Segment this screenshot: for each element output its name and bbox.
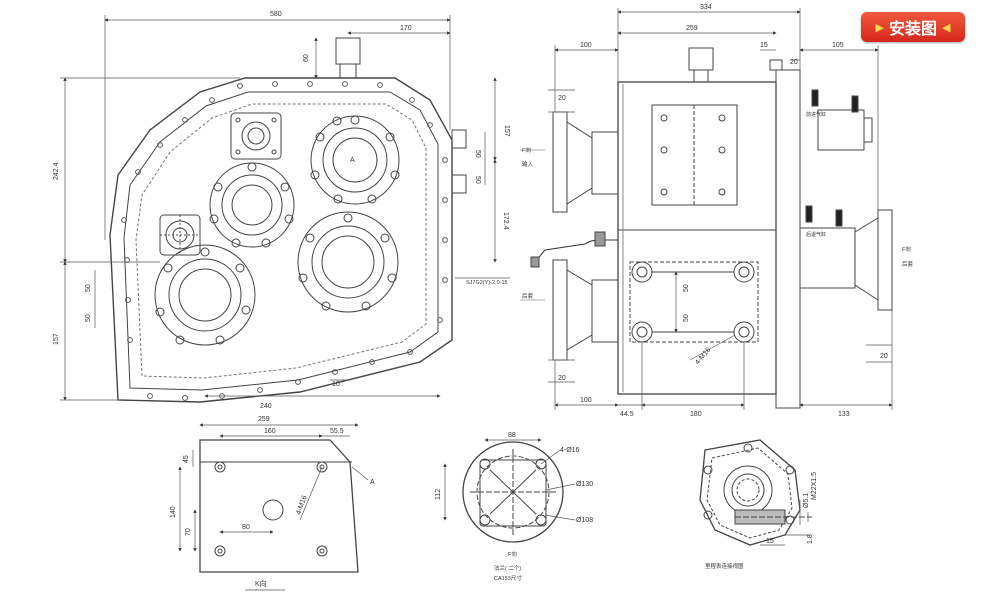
output-flange-right: [799, 209, 893, 311]
shaft-middle: [209, 162, 295, 248]
flange-dia-108: Ø108: [576, 517, 593, 524]
input-flange: [552, 111, 619, 213]
side-dim-334: 334: [700, 4, 712, 11]
k-dim-160: 160: [264, 428, 276, 435]
dim-157-top: 157: [503, 125, 510, 137]
side-dim-20-l: 20: [558, 95, 566, 102]
flange-dia-130: Ø130: [576, 481, 593, 488]
dim-242: 242.4: [53, 162, 60, 180]
shaft-a: [310, 115, 400, 205]
shaft-lower-right: [297, 211, 399, 313]
flange-caption-2: CA153尺寸: [494, 574, 522, 582]
sensor-label: SJ7G2(Y)-2.0-15: [466, 280, 508, 286]
k-m16: 4-M16: [295, 495, 308, 516]
side-labels: 334 259 100 15 20 105 20 20 100 44.5 180…: [522, 4, 914, 418]
side-dim-15: 15: [760, 42, 768, 49]
output-label: 后套: [522, 292, 534, 300]
odometer-detail: [699, 439, 812, 546]
output-flange-left: [552, 259, 619, 361]
dim-10: 10: [332, 381, 340, 388]
side-dim-50b: 50: [683, 314, 690, 322]
k-plate: [199, 439, 359, 573]
detail-d5: Ø5.1: [803, 493, 810, 508]
flange-f-label: F向: [508, 550, 517, 558]
dim-580: 580: [270, 11, 282, 18]
side-dimensions: [548, 8, 893, 410]
flange-labels: 88 112 4-Ø16 Ø130 Ø108 F向 法兰( 二个) CA153尺…: [435, 432, 593, 582]
shaft-lower-left: [154, 244, 256, 346]
k-dim-55: 55.5: [330, 428, 344, 435]
dim-50a: 50: [474, 150, 481, 158]
side-dim-259: 259: [686, 25, 698, 32]
front-view: [60, 15, 510, 403]
dim-60: 60: [303, 54, 310, 62]
housing-inner: [123, 91, 439, 391]
mounting-pads: [629, 261, 759, 343]
input-label: 输入: [522, 160, 534, 168]
front-labels: 580 170 60 157 50 50 172.4 242.4 157 50 …: [53, 11, 510, 410]
detail-dim-15: 15: [766, 538, 774, 545]
side-dim-133: 133: [838, 411, 850, 418]
front-dimensions: [60, 15, 510, 401]
side-dim-20-br: 20: [880, 353, 888, 360]
k-labels: 259 160 55.5 140 70 80 45 4-M16 A K向: [170, 416, 375, 588]
section-leaders: [520, 149, 545, 301]
air-cyl-front: 前进气缸: [806, 111, 826, 118]
side-dim-105: 105: [832, 42, 844, 49]
install-drawing-badge: ▶ 安装图 ◀: [861, 12, 965, 42]
dim-172: 172.4: [502, 212, 509, 230]
dim-240: 240: [260, 403, 272, 410]
sensor-cable: [534, 239, 618, 263]
triangle-left-icon: ◀: [942, 20, 951, 34]
dim-50d: 50: [85, 314, 92, 322]
filler-cap: [335, 37, 361, 65]
detail-m22: M22X1.5: [811, 472, 818, 500]
flange-dim-88: 88: [508, 432, 516, 439]
detail-dim-8: 1.8: [807, 534, 814, 544]
k-dim-45: 45: [183, 455, 190, 463]
detail-caption: 里程表连接视图: [705, 562, 744, 570]
dim-170: 170: [400, 25, 412, 32]
label-a: A: [350, 157, 355, 164]
side-dim-100-bot: 100: [580, 397, 592, 404]
housing-outline: [109, 77, 453, 403]
air-cylinders: [805, 89, 873, 227]
side-dim-20-lb: 20: [558, 375, 566, 382]
dim-50c: 50: [85, 284, 92, 292]
side-dim-180: 180: [690, 411, 702, 418]
triangle-right-icon: ▶: [875, 20, 884, 34]
rear-f-label: F向: [902, 245, 911, 253]
flange-holes: 4-Ø16: [560, 447, 580, 454]
flange-dim-112: 112: [435, 489, 442, 500]
bolt-holes: [121, 81, 448, 401]
detail-housing: [699, 439, 801, 546]
dim-50b: 50: [474, 176, 481, 184]
k-dim-140: 140: [170, 506, 177, 518]
side-dim-50a: 50: [683, 284, 690, 292]
flange-view: [443, 438, 576, 543]
flange-caption-1: 法兰( 二个): [494, 564, 521, 572]
side-dim-44: 44.5: [620, 411, 634, 418]
k-dim-80: 80: [242, 524, 250, 531]
k-title: K向: [255, 579, 267, 588]
side-dim-20-tr: 20: [790, 59, 798, 66]
k-label-a: A: [370, 479, 375, 486]
rear-output-label: 后套: [902, 260, 914, 268]
shaft-small: [159, 214, 201, 256]
side-dim-100-top: 100: [580, 42, 592, 49]
side-view: [530, 8, 893, 410]
k-dim-259: 259: [258, 416, 270, 423]
square-flange: [230, 112, 282, 160]
k-view: [178, 423, 369, 591]
k-dim-70: 70: [185, 528, 192, 536]
air-cyl-rear: 后退气缸: [806, 231, 826, 238]
detail-labels: M22X1.5 Ø5.1 1.8 15 里程表连接视图: [705, 472, 818, 570]
dim-157-bot: 157: [53, 333, 60, 345]
badge-label: 安装图: [888, 19, 937, 38]
